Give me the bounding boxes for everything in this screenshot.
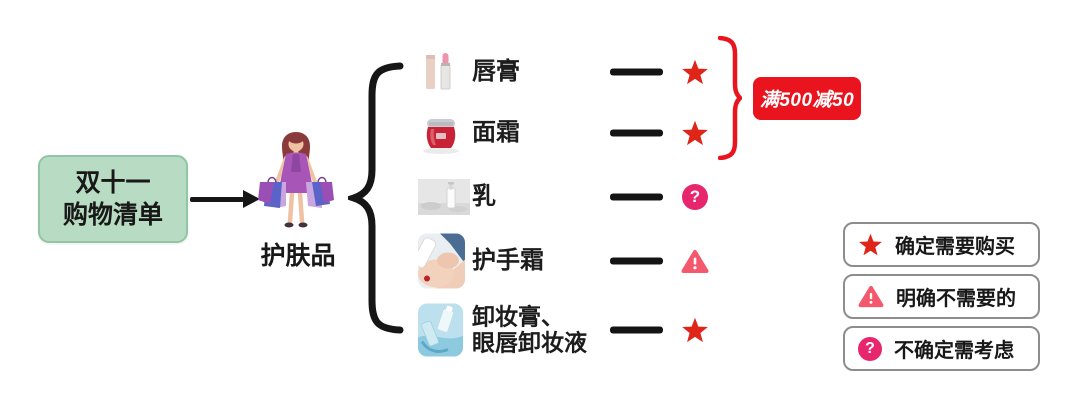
star-icon	[681, 119, 709, 147]
legend: 确定需要购买 明确不需要的 ? 不确定需考虑	[843, 222, 1040, 371]
legend-label: 不确定需考虑	[894, 340, 1014, 362]
connector-dash	[610, 129, 663, 137]
legend-item-not-needed: 明确不需要的	[843, 274, 1040, 319]
promo-group-brace-icon	[718, 36, 742, 160]
warning-icon	[858, 285, 884, 308]
star-icon	[681, 58, 709, 86]
connector-dash	[610, 68, 663, 76]
promo-badge: 满500减50	[753, 77, 861, 120]
question-icon: ?	[858, 336, 882, 361]
legend-item-buy: 确定需要购买	[843, 222, 1040, 267]
warning-icon	[681, 247, 709, 275]
star-icon	[858, 233, 883, 257]
hand-cream-photo	[418, 233, 465, 289]
connector-dash	[610, 326, 663, 334]
root-node-label: 双十一 购物清单	[62, 168, 163, 230]
item-row-lotion: 乳 ?	[412, 165, 724, 229]
makeup-remover-photo	[418, 303, 463, 357]
question-glyph: ?	[865, 339, 875, 357]
item-label: 唇膏	[472, 58, 520, 86]
lotion-bottle-photo	[418, 179, 470, 215]
item-label: 护手霜	[472, 247, 544, 275]
root-node-box: 双十一 购物清单	[38, 155, 188, 243]
item-label: 乳	[472, 183, 496, 211]
arrow-line	[190, 197, 244, 202]
question-icon: ?	[681, 183, 709, 211]
woman-shopper-illustration	[258, 132, 334, 228]
category-label: 护肤品	[260, 242, 336, 270]
face-cream-jar-photo	[423, 119, 459, 154]
left-brace-icon	[348, 62, 404, 334]
legend-item-consider: ? 不确定需考虑	[843, 326, 1040, 371]
star-icon	[681, 316, 709, 344]
connector-dash	[610, 193, 663, 201]
item-label: 卸妆膏、 眼唇卸妆液	[472, 303, 587, 356]
connector-dash	[610, 257, 663, 265]
promo-label: 满500减50	[759, 90, 855, 111]
arrow-head-icon	[243, 190, 260, 208]
legend-label: 确定需要购买	[895, 236, 1015, 258]
item-row-hand-cream: 护手霜	[412, 229, 724, 293]
item-row-makeup-remover: 卸妆膏、 眼唇卸妆液	[412, 298, 724, 362]
item-label: 面霜	[472, 119, 520, 147]
item-row-lipstick: 唇膏	[412, 40, 724, 104]
legend-label: 明确不需要的	[896, 288, 1016, 310]
question-glyph: ?	[689, 187, 701, 206]
item-row-face-cream: 面霜	[412, 101, 724, 165]
lipstick-photo	[426, 53, 451, 90]
